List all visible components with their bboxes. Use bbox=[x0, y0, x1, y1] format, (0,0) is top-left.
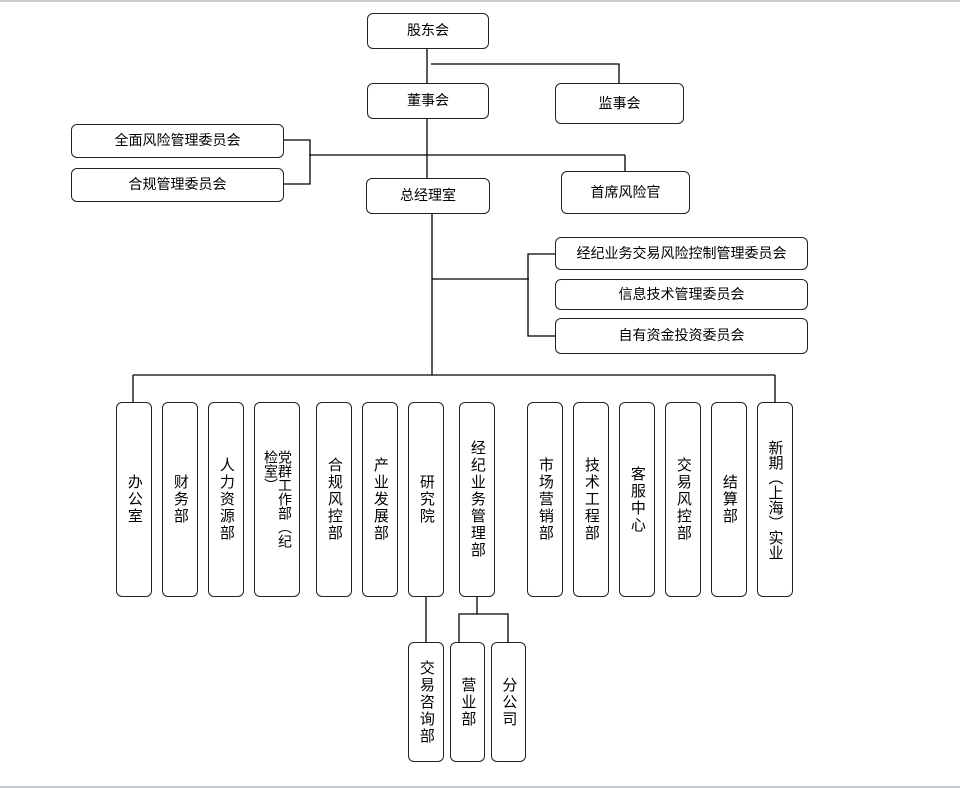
node-department[interactable]: 结算部 bbox=[711, 402, 747, 597]
node-department[interactable]: 市场营销部 bbox=[527, 402, 563, 597]
node-brokerage-sub[interactable]: 分公司 bbox=[491, 642, 526, 762]
node-label: 人力资源部 bbox=[217, 457, 236, 542]
node-label: 分公司 bbox=[500, 676, 519, 728]
node-board-committee-2[interactable]: 合规管理委员会 bbox=[71, 168, 284, 202]
node-label: 股东会 bbox=[407, 23, 449, 39]
node-department-research[interactable]: 研究院 bbox=[408, 402, 444, 597]
node-label: 技术工程部 bbox=[582, 457, 601, 542]
node-research-sub[interactable]: 交易咨询部 bbox=[408, 642, 444, 762]
node-label: 经纪业务管理部 bbox=[468, 440, 487, 559]
node-shareholders[interactable]: 股东会 bbox=[367, 13, 489, 49]
node-label: 首席风险官 bbox=[590, 184, 661, 201]
window-top-border bbox=[0, 0, 960, 2]
node-gm-committee-2[interactable]: 信息技术管理委员会 bbox=[555, 279, 808, 310]
node-label: 办公室 bbox=[125, 474, 144, 525]
node-label: 结算部 bbox=[720, 474, 739, 525]
node-department[interactable]: 人力资源部 bbox=[208, 402, 244, 597]
node-label: 交易咨询部 bbox=[417, 659, 436, 745]
node-department[interactable]: 技术工程部 bbox=[573, 402, 609, 597]
node-label: 信息技术管理委员会 bbox=[618, 286, 745, 303]
node-label: 客服中心 bbox=[628, 465, 647, 534]
node-label: 产业发展部 bbox=[371, 457, 390, 542]
node-gm-office[interactable]: 总经理室 bbox=[366, 178, 490, 214]
node-department[interactable]: 办公室 bbox=[116, 402, 152, 597]
connector-supervisors bbox=[431, 63, 620, 83]
node-label: 全面风险管理委员会 bbox=[114, 133, 241, 149]
node-label: 自有资金投资委员会 bbox=[618, 328, 745, 344]
window-bottom-border bbox=[0, 786, 960, 788]
node-department[interactable]: 产业发展部 bbox=[362, 402, 398, 597]
node-gm-committee-1[interactable]: 经纪业务交易风险控制管理委员会 bbox=[555, 237, 808, 270]
node-label: 新期（上海）实业 bbox=[766, 439, 785, 560]
node-label: 交易风控部 bbox=[674, 457, 693, 542]
node-brokerage-sub[interactable]: 营业部 bbox=[450, 642, 485, 762]
node-label: 市场营销部 bbox=[536, 457, 555, 542]
node-board[interactable]: 董事会 bbox=[367, 83, 489, 119]
node-board-committee-1[interactable]: 全面风险管理委员会 bbox=[71, 124, 284, 158]
node-label: 合规风控部 bbox=[325, 457, 344, 542]
node-department-subsidiary[interactable]: 新期（上海）实业 bbox=[757, 402, 793, 597]
node-gm-committee-3[interactable]: 自有资金投资委员会 bbox=[555, 318, 808, 354]
node-label: 财务部 bbox=[171, 474, 190, 525]
node-label: 监事会 bbox=[598, 95, 641, 112]
node-label: 总经理室 bbox=[400, 188, 456, 204]
node-label: 董事会 bbox=[407, 93, 449, 109]
node-department[interactable]: 客服中心 bbox=[619, 402, 655, 597]
node-department[interactable]: 财务部 bbox=[162, 402, 198, 597]
node-label: 经纪业务交易风险控制管理委员会 bbox=[576, 245, 787, 262]
node-label: 党群工作部（纪检室） bbox=[262, 449, 292, 548]
node-department-brokerage[interactable]: 经纪业务管理部 bbox=[459, 402, 495, 597]
connector-gm-committees-bracket bbox=[527, 253, 555, 337]
node-department[interactable]: 党群工作部（纪检室） bbox=[254, 402, 300, 597]
node-label: 合规管理委员会 bbox=[128, 177, 227, 193]
node-department[interactable]: 交易风控部 bbox=[665, 402, 701, 597]
connector-board-committees bbox=[284, 139, 311, 185]
node-supervisors[interactable]: 监事会 bbox=[555, 83, 684, 124]
node-label: 营业部 bbox=[459, 676, 478, 728]
node-cro[interactable]: 首席风险官 bbox=[561, 171, 690, 214]
node-department[interactable]: 合规风控部 bbox=[316, 402, 352, 597]
node-label: 研究院 bbox=[417, 474, 436, 525]
